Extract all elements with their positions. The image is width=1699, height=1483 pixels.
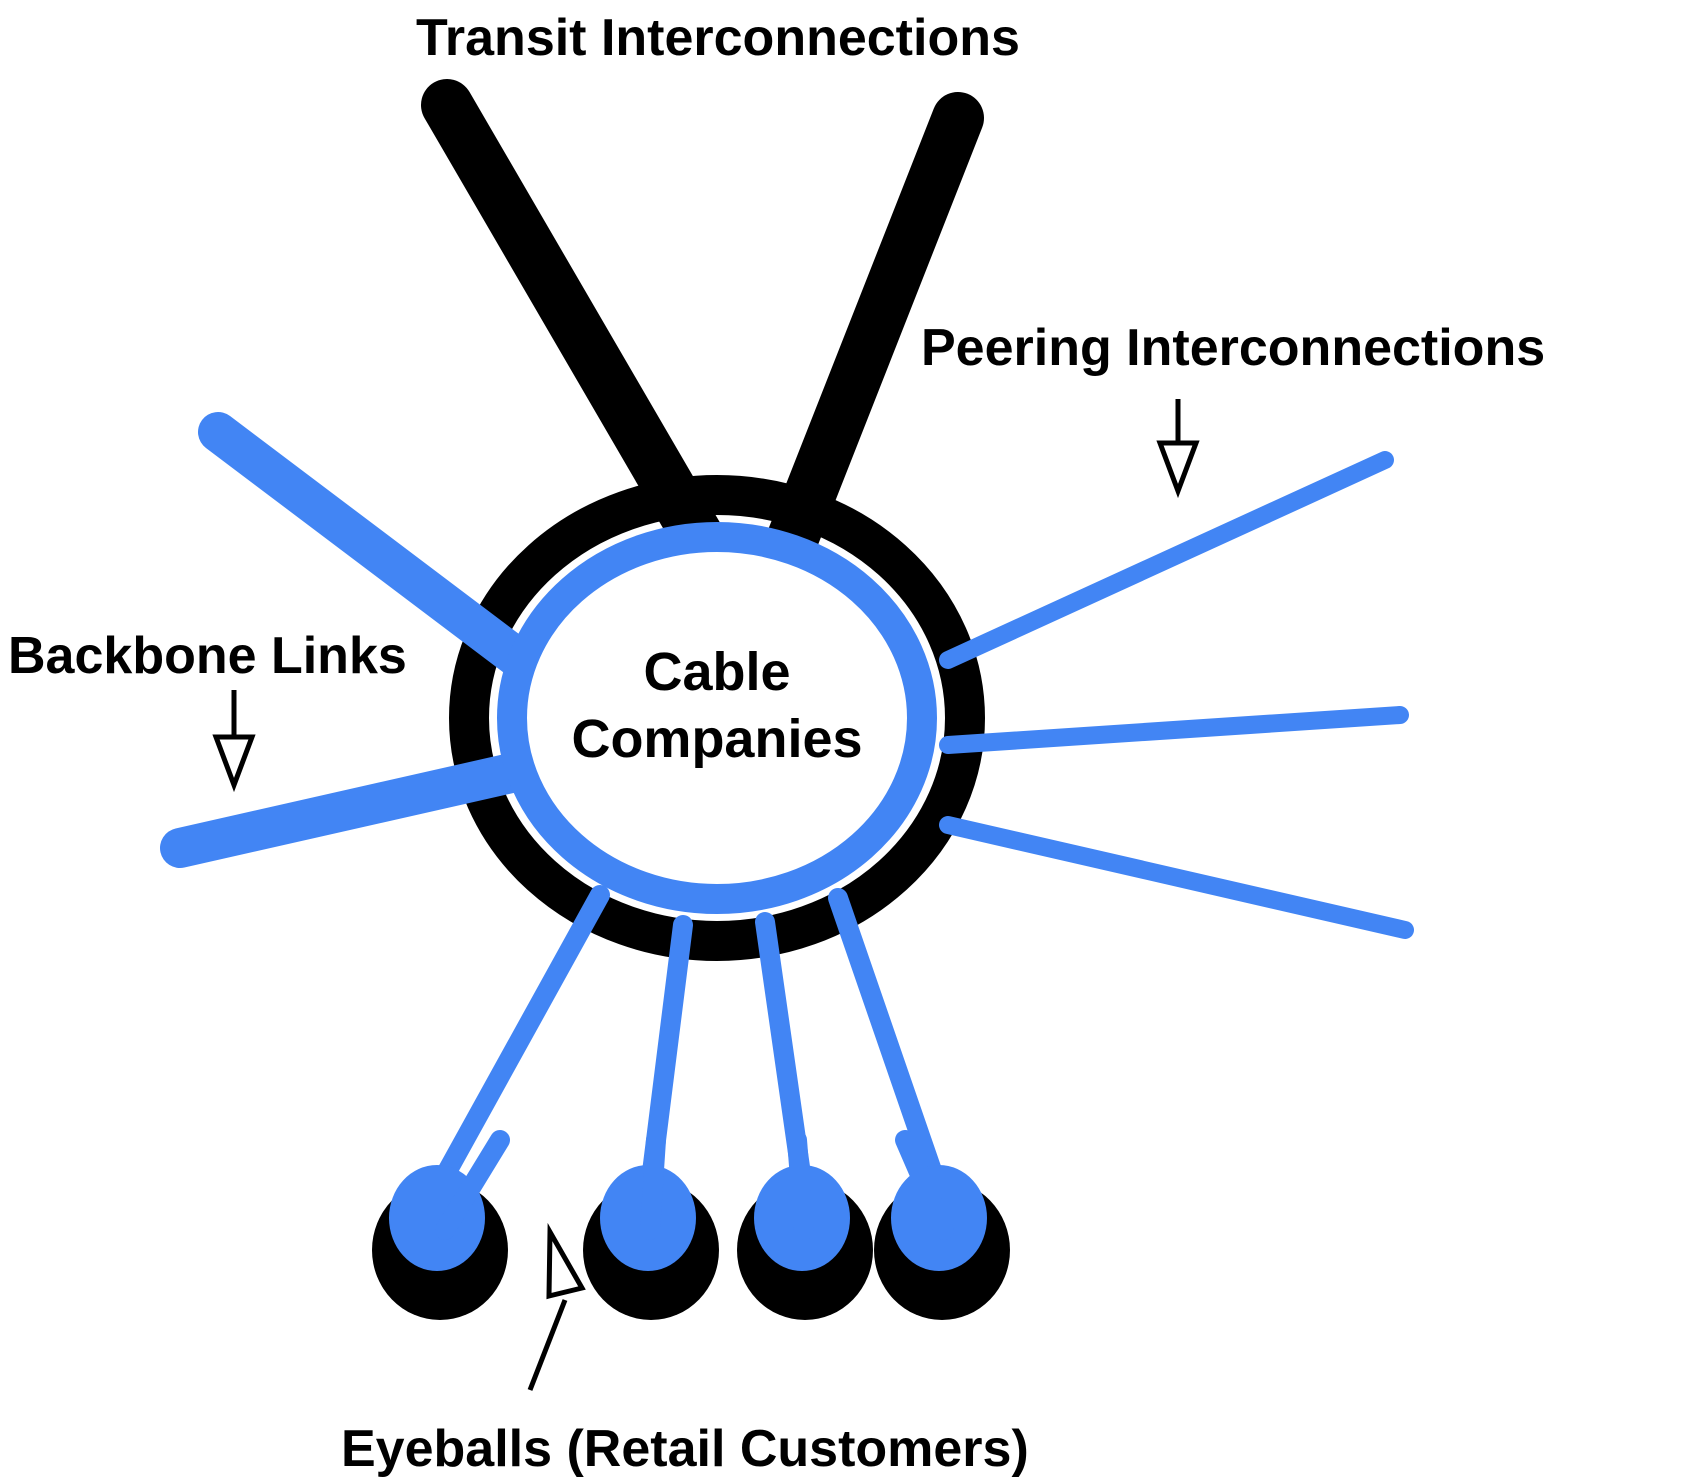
eyeball-node-1[interactable] — [372, 1165, 508, 1320]
backbone-link-2[interactable] — [160, 742, 580, 868]
center-node-fill — [512, 537, 922, 899]
eyeball-link-tips — [435, 1130, 954, 1240]
peering-link-3[interactable] — [939, 816, 1414, 939]
eyeball-link-tip-2 — [640, 1130, 666, 1240]
eyeball-link-tip-3 — [787, 1130, 814, 1240]
eyeballs-arrow-head — [546, 1222, 586, 1300]
eyeball-link-1[interactable] — [428, 885, 610, 1198]
eyeball-nodes-group — [372, 1165, 1010, 1320]
eyeball-link-tip-1 — [435, 1130, 510, 1240]
transit-links-group — [421, 79, 984, 571]
backbone-links-group — [160, 412, 580, 868]
label-backbone-links: Backbone Links — [8, 627, 407, 685]
center-node-outer-ring — [449, 475, 985, 961]
peering-links-group — [939, 451, 1414, 939]
eyeballs-arrow-shaft — [527, 1299, 568, 1391]
label-eyeballs-retail-customers: Eyeballs (Retail Customers) — [341, 1420, 1029, 1478]
peering-arrow-head — [1156, 440, 1200, 499]
backbone-arrow-head — [212, 734, 256, 793]
center-node-inner-ring — [497, 522, 937, 914]
eyeballs-annotation-arrow — [527, 1222, 586, 1391]
cable-companies-node[interactable] — [449, 475, 985, 961]
center-node-label-line2: Companies — [571, 709, 862, 769]
peering-link-2[interactable] — [939, 706, 1409, 754]
transit-link-1[interactable] — [421, 79, 726, 566]
eyeball-link-tip-4 — [895, 1130, 954, 1240]
peering-annotation-arrow — [1156, 399, 1200, 499]
backbone-link-1[interactable] — [198, 412, 580, 710]
center-node-inner — [497, 522, 937, 914]
annotation-arrows-group — [212, 399, 1200, 1391]
eyeball-links-group — [428, 885, 948, 1198]
center-node-label-line1: Cable — [643, 642, 790, 702]
backbone-annotation-arrow — [212, 690, 256, 793]
peering-link-1[interactable] — [939, 451, 1394, 669]
transit-link-2[interactable] — [764, 92, 984, 571]
label-transit-interconnections: Transit Interconnections — [416, 9, 1020, 67]
eyeball-link-4[interactable] — [828, 888, 948, 1198]
eyeball-node-4[interactable] — [874, 1165, 1010, 1320]
label-peering-interconnections: Peering Interconnections — [921, 319, 1545, 377]
